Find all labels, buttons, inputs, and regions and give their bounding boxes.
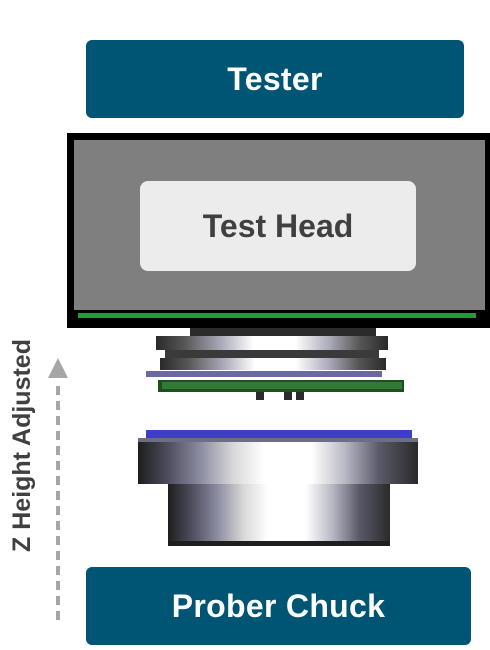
prober-chuck-banner: Prober Chuck (86, 567, 471, 645)
prober-chuck-label: Prober Chuck (171, 587, 386, 624)
tester-banner: Tester (86, 40, 464, 118)
test-head-label-box: Test Head (140, 181, 416, 271)
test-head-green-strip (78, 313, 476, 318)
test-head-body (67, 133, 490, 322)
z-height-label: Z Height Adjusted (4, 298, 40, 593)
test-head-label: Test Head (202, 207, 354, 244)
tester-label: Tester (227, 60, 323, 97)
z-height-text: Z Height Adjusted (7, 339, 36, 552)
